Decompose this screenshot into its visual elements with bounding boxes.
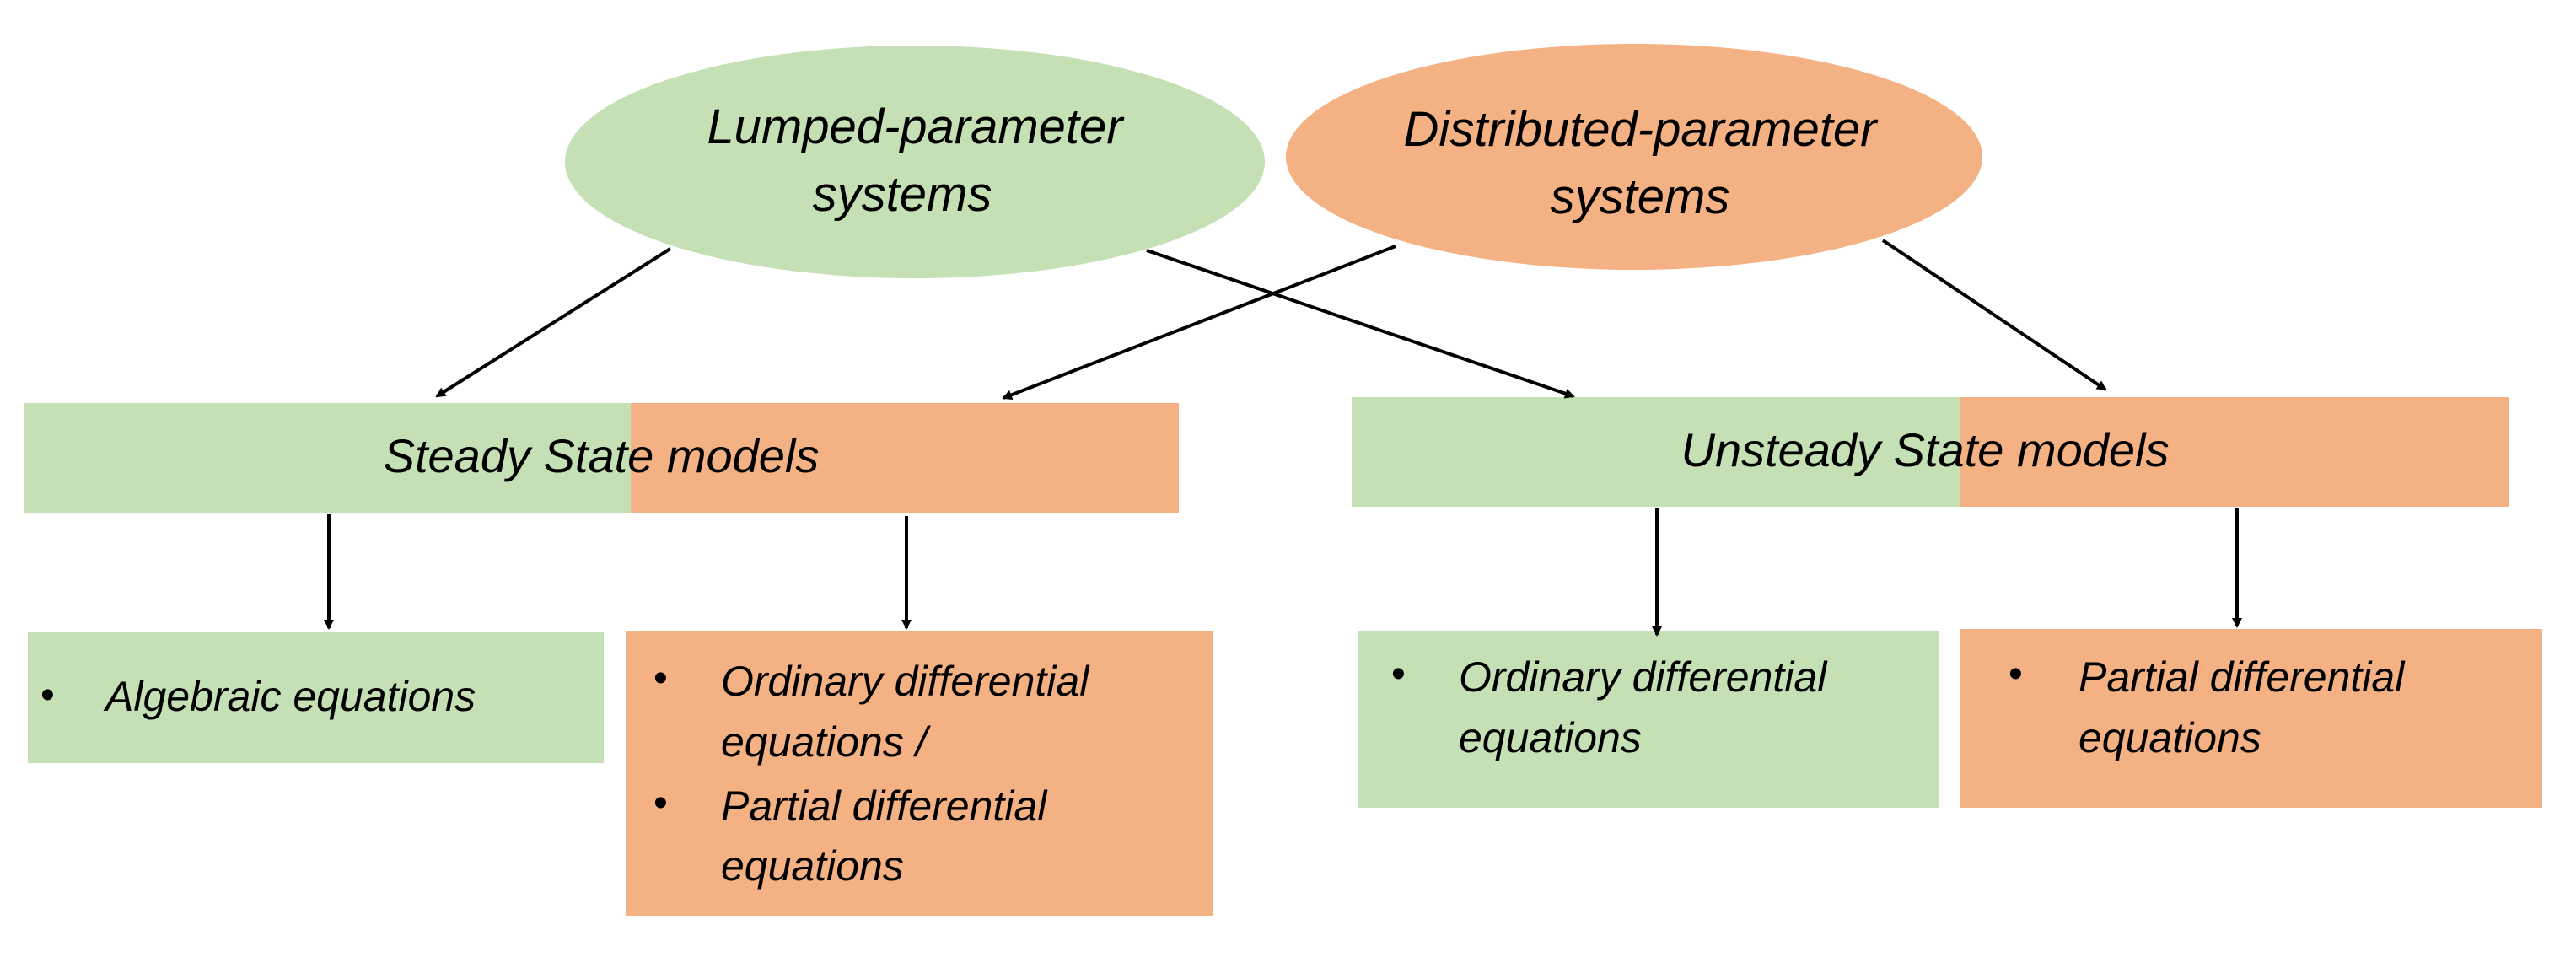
ode-pde-item2-line2: equations (721, 842, 904, 890)
ode-pde-item1-line2: equations / (721, 718, 932, 766)
pde-bullet: • (2009, 652, 2023, 696)
ode-item1-line1: Ordinary differential (1459, 653, 1828, 701)
ode-pde-bullet-2: • (653, 781, 668, 825)
pde-equations-box: • Partial differential equations (1960, 629, 2542, 808)
unsteady-state-models-box: Unsteady State models (1352, 397, 2509, 507)
lumped-parameter-node: Lumped-parameter systems (565, 46, 1265, 278)
ode-bullet: • (1391, 652, 1406, 696)
arrow-distributed-to-steady (1002, 245, 1396, 400)
arrow-lumped-to-unsteady (1146, 249, 1575, 399)
algebraic-equations-label: Algebraic equations (103, 673, 476, 720)
distributed-parameter-title-line2: systems (1551, 169, 1730, 224)
distributed-parameter-node: Distributed-parameter systems (1286, 44, 1982, 270)
ode-pde-item2-line1: Partial differential (721, 782, 1048, 830)
pde-item1-line1: Partial differential (2079, 653, 2406, 701)
algebraic-equations-box: • Algebraic equations (28, 632, 604, 763)
unsteady-state-models-label: Unsteady State models (1681, 423, 2170, 476)
lumped-parameter-title-line1: Lumped-parameter (707, 99, 1125, 154)
distributed-parameter-title-line1: Distributed-parameter (1404, 102, 1880, 157)
ode-equations-box: • Ordinary differential equations (1358, 631, 1939, 808)
algebraic-bullet: • (40, 673, 55, 718)
ode-pde-equations-box: • Ordinary differential equations / • Pa… (626, 631, 1213, 916)
pde-item1-line2: equations (2079, 714, 2261, 761)
steady-state-models-label: Steady State models (384, 429, 820, 482)
arrow-distributed-to-unsteady (1881, 239, 2107, 391)
steady-state-models-box: Steady State models (24, 403, 1179, 513)
ode-item1-line2: equations (1459, 714, 1642, 761)
lumped-parameter-title-line2: systems (813, 167, 992, 222)
arrow-lumped-to-steady (435, 247, 672, 398)
ode-pde-item1-line1: Ordinary differential (721, 658, 1090, 705)
arrows (324, 239, 2242, 637)
ode-pde-bullet-1: • (653, 656, 668, 701)
